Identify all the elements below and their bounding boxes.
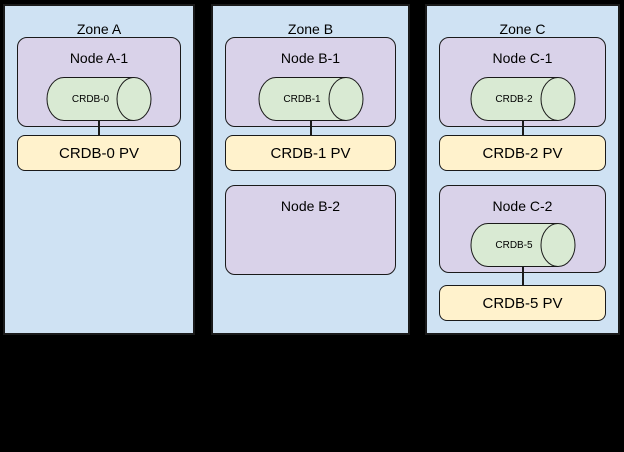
crdb-2-cylinder: CRDB-2 — [470, 77, 575, 121]
zone-a-title: Zone A — [76, 21, 122, 37]
node-c1-title: Node C-1 — [492, 50, 553, 66]
zone-c: Zone C Node C-1 CRDB-2 CRDB-2 PV Node C-… — [425, 4, 620, 335]
crdb-2-pv-box: CRDB-2 PV — [439, 135, 606, 171]
node-c2: Node C-2 CRDB-5 — [439, 185, 606, 273]
crdb-5-pv-box: CRDB-5 PV — [439, 285, 606, 321]
crdb-1-cylinder: CRDB-1 — [258, 77, 363, 121]
crdb-0-label: CRDB-0 — [71, 93, 110, 105]
node-a1-title: Node A-1 — [69, 50, 129, 66]
node-b2-title: Node B-2 — [280, 198, 341, 214]
crdb-5-label: CRDB-5 — [495, 239, 533, 251]
node-c1: Node C-1 CRDB-2 — [439, 37, 606, 127]
zone-a: Zone A Node A-1 CRDB-0 CRDB-0 PV — [3, 4, 195, 335]
crdb-2-pv-label: CRDB-2 PV — [482, 144, 563, 162]
connector-c1-pv — [521, 116, 524, 137]
database-cylinder-icon — [258, 77, 363, 121]
database-cylinder-icon — [470, 77, 575, 121]
connector-a1-pv — [98, 116, 100, 137]
crdb-5-cylinder: CRDB-5 — [470, 223, 575, 267]
crdb-0-pv-box: CRDB-0 PV — [17, 135, 181, 171]
crdb-0-pv-label: CRDB-0 PV — [58, 144, 140, 162]
zone-b: Zone B Node B-1 CRDB-1 CRDB-1 PV Node B-… — [211, 4, 410, 335]
database-cylinder-icon — [470, 223, 575, 267]
node-c2-title: Node C-2 — [492, 198, 553, 214]
database-cylinder-icon — [46, 77, 152, 121]
node-a1: Node A-1 CRDB-0 — [17, 37, 181, 127]
crdb-0-cylinder: CRDB-0 — [46, 77, 152, 121]
zone-c-title: Zone C — [499, 21, 546, 37]
node-b1: Node B-1 CRDB-1 — [225, 37, 396, 127]
crdb-1-pv-label: CRDB-1 PV — [270, 144, 351, 162]
crdb-1-label: CRDB-1 — [283, 93, 321, 105]
crdb-2-label: CRDB-2 — [495, 93, 533, 105]
zone-b-title: Zone B — [287, 21, 334, 37]
crdb-5-pv-label: CRDB-5 PV — [482, 294, 563, 312]
node-b2: Node B-2 — [225, 185, 396, 275]
node-b1-title: Node B-1 — [280, 50, 341, 66]
connector-c2-pv — [521, 262, 524, 287]
connector-b1-pv — [309, 116, 312, 137]
crdb-1-pv-box: CRDB-1 PV — [225, 135, 396, 171]
